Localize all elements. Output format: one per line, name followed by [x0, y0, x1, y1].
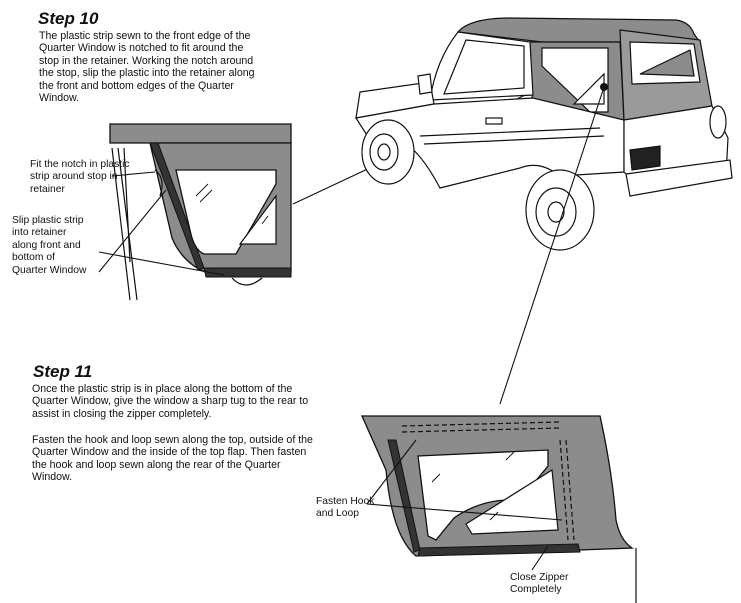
step11-paragraph-1: Once the plastic strip is in place along… [32, 383, 308, 420]
bottom-loop [231, 277, 263, 286]
top-hook-loop [401, 421, 561, 433]
callout-line: along front and [12, 239, 81, 251]
callout-line: Completely [510, 584, 562, 596]
step10-line: the front and bottom edges of the Quarte… [39, 79, 234, 92]
step11-leader-lines [366, 439, 563, 571]
step10-line: Quarter Window is notched to fit around … [39, 42, 244, 55]
step11-line: assist in closing the zipper completely. [32, 407, 212, 420]
window-glass-inner [238, 194, 277, 245]
step11-line: the hook and loop sewn along the rear of… [32, 458, 281, 471]
step10-line: Window. [39, 92, 80, 105]
step11-line: Quarter Window and the inside of the top… [32, 446, 307, 459]
callout-close-zipper: Close Zipper Completely [510, 572, 568, 597]
step11-line: Once the plastic strip is in place along… [32, 383, 293, 395]
rear-hook-loop [559, 439, 575, 541]
retainer-bottom [203, 267, 292, 278]
step11-line: Quarter Window, give the window a sharp … [32, 395, 309, 408]
notch-stop [154, 169, 163, 197]
callout-slip-strip: Slip plastic strip into retainer along f… [12, 215, 86, 277]
step11-line: Window. [32, 471, 73, 484]
callout-line: bottom of [12, 252, 55, 264]
callout-line: retainer [30, 183, 65, 195]
step10-line: stop in the retainer. Working the notch … [39, 54, 254, 67]
step10-instructions: The plastic strip sewn to the front edge… [39, 30, 255, 104]
step11-line: Fasten the hook and loop sewn along the … [32, 434, 313, 446]
step10-detail-illustration [109, 123, 292, 301]
callout-line: Quarter Window [12, 264, 87, 276]
step11-detail-illustration [360, 415, 637, 603]
step10-line: The plastic strip sewn to the front edge… [39, 30, 251, 42]
callout-line: Close Zipper [510, 572, 569, 583]
callout-fit-notch: Fit the notch in plastic strip around st… [30, 159, 130, 196]
step10-line: the stop, slip the plastic into the reta… [39, 67, 255, 80]
zipper-strip [417, 543, 581, 557]
callout-line: Slip plastic strip [12, 215, 84, 226]
step11-title: Step 11 [33, 362, 93, 381]
callout-hook-loop: Fasten Hook and Loop [316, 496, 374, 521]
step10-title: Step 10 [38, 9, 99, 28]
roof-strip [109, 123, 292, 144]
frame-post-lines [111, 147, 138, 301]
step11-leader-long [499, 86, 605, 405]
callout-line: into retainer [12, 227, 67, 239]
callout-line: Fit the notch in plastic [30, 159, 130, 170]
step11-paragraph-2: Fasten the hook and loop sewn along the … [32, 434, 313, 484]
vehicle-illustration [355, 17, 733, 251]
callout-line: Fasten Hook [316, 496, 375, 507]
callout-line: and Loop [316, 508, 359, 520]
callout-line: strip around stop in [30, 171, 118, 183]
